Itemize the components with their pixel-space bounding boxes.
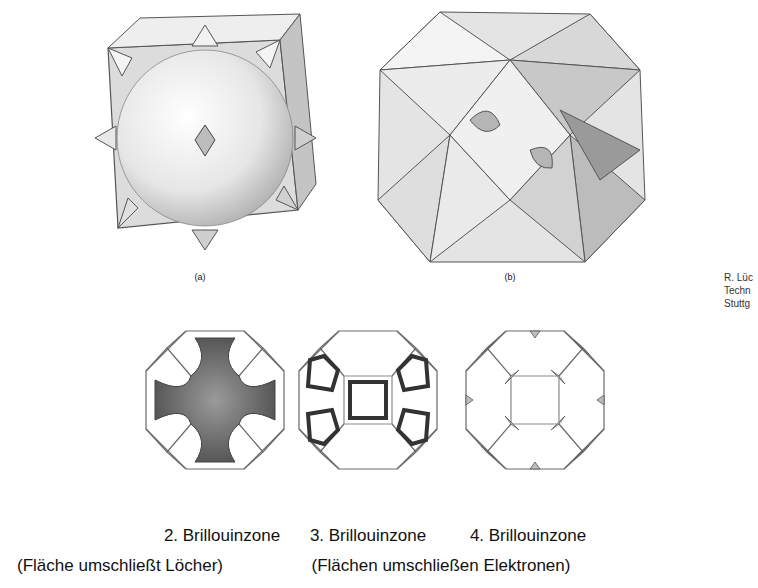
zone-note: (Fläche umschließt Löcher) [17,556,223,576]
fermi-surface-a [95,14,316,250]
zone-note: (Flächen umschließen Elektronen) [312,556,571,576]
figure-tag: (b) [505,272,516,282]
fermi-surface-b [378,12,645,262]
credit-text: R. Lüc [724,272,753,284]
zone-2 [146,331,284,469]
zone-3 [299,331,437,469]
zone-caption: 4. Brillouinzone [470,526,586,546]
zone-4 [466,331,604,469]
figure-tag: (a) [195,272,206,282]
credit-text: Stuttg [724,298,750,310]
zone-caption: 3. Brillouinzone [310,526,426,546]
zone-caption: 2. Brillouinzone [164,526,280,546]
credit-text: Techn [724,285,751,297]
